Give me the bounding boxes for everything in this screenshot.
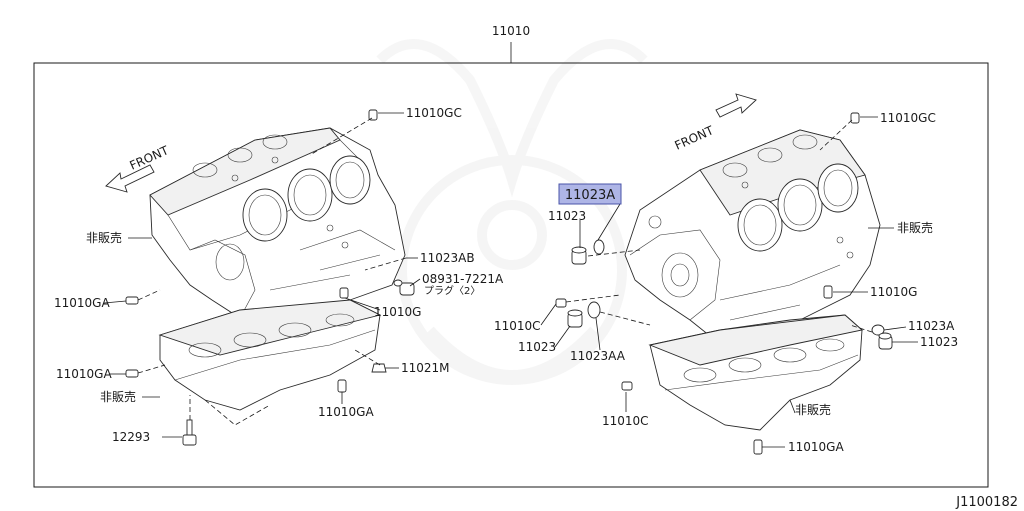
left-label-11010ga-3[interactable]: 11010GA bbox=[318, 405, 374, 419]
left-label-11010ga-2[interactable]: 11010GA bbox=[56, 367, 112, 381]
right-gc-dowel-icon bbox=[850, 112, 860, 124]
right-plug-11023-3-icon bbox=[878, 332, 893, 350]
right-label-11023aa[interactable]: 11023AA bbox=[570, 349, 626, 363]
top-callout-label[interactable]: 11010 bbox=[492, 24, 530, 38]
left-label-11010gc[interactable]: 11010GC bbox=[406, 106, 462, 120]
left-label-11021m[interactable]: 11021M bbox=[401, 361, 450, 375]
left-label-11023ab[interactable]: 11023AB bbox=[420, 251, 475, 265]
right-g-dowel-icon bbox=[823, 285, 833, 299]
left-label-not-sold-2: 非販売 bbox=[100, 389, 136, 404]
left-label-11010g[interactable]: 11010G bbox=[374, 305, 421, 319]
right-label-11023-1[interactable]: 11023 bbox=[548, 209, 586, 223]
right-ga-dowel-icon bbox=[753, 439, 763, 455]
left-label-not-sold-1: 非販売 bbox=[86, 230, 122, 245]
left-label-11010ga-1[interactable]: 11010GA bbox=[54, 296, 110, 310]
left-label-08931-7221a[interactable]: 08931-7221A bbox=[422, 272, 504, 286]
right-label-11023a[interactable]: 11023A bbox=[908, 319, 955, 333]
left-bolt-icon bbox=[182, 419, 197, 446]
right-label-11023-2[interactable]: 11023 bbox=[518, 340, 556, 354]
watermark-emblem bbox=[376, 39, 648, 385]
left-label-12293[interactable]: 12293 bbox=[112, 430, 150, 444]
right-front-label: FRONT bbox=[673, 123, 717, 153]
left-cylinder-block: FRONT bbox=[103, 109, 421, 446]
right-label-11010gc[interactable]: 11010GC bbox=[880, 111, 936, 125]
right-label-11023a-highlighted[interactable]: 11023A bbox=[565, 188, 615, 203]
left-front-arrow-icon bbox=[105, 164, 155, 193]
left-label-plug-note: プラグ〈2〉 bbox=[424, 284, 480, 297]
highlight-box-11023a bbox=[558, 183, 622, 205]
right-label-11010ga[interactable]: 11010GA bbox=[788, 440, 844, 454]
left-g-dowel-icon bbox=[339, 287, 349, 299]
right-label-11023-3[interactable]: 11023 bbox=[920, 335, 958, 349]
right-plug-11023-2-icon bbox=[567, 309, 583, 328]
right-washer-1-icon bbox=[593, 239, 605, 255]
left-plug-m-icon bbox=[371, 363, 387, 373]
right-cylinder-block: FRONT bbox=[540, 93, 918, 455]
footer-code: J1100182 bbox=[955, 495, 1018, 510]
right-label-11010c-1[interactable]: 11010C bbox=[494, 319, 541, 333]
right-c-dowel-1-icon bbox=[555, 298, 567, 308]
right-label-not-sold-2: 非販売 bbox=[795, 402, 831, 417]
right-washer-2-icon bbox=[587, 301, 601, 319]
right-c-dowel-2-icon bbox=[621, 381, 633, 391]
right-label-not-sold-1: 非販売 bbox=[897, 220, 933, 235]
left-ga-dowel-2-icon bbox=[125, 369, 139, 378]
right-label-11010c-2[interactable]: 11010C bbox=[602, 414, 649, 428]
right-front-arrow-icon bbox=[715, 93, 757, 118]
left-ga-dowel-1-icon bbox=[125, 296, 139, 305]
right-label-11010g[interactable]: 11010G bbox=[870, 285, 917, 299]
left-ga-dowel-3-icon bbox=[337, 379, 347, 393]
right-plug-11023-1-icon bbox=[571, 246, 587, 265]
left-gc-dowel-icon bbox=[368, 109, 378, 121]
